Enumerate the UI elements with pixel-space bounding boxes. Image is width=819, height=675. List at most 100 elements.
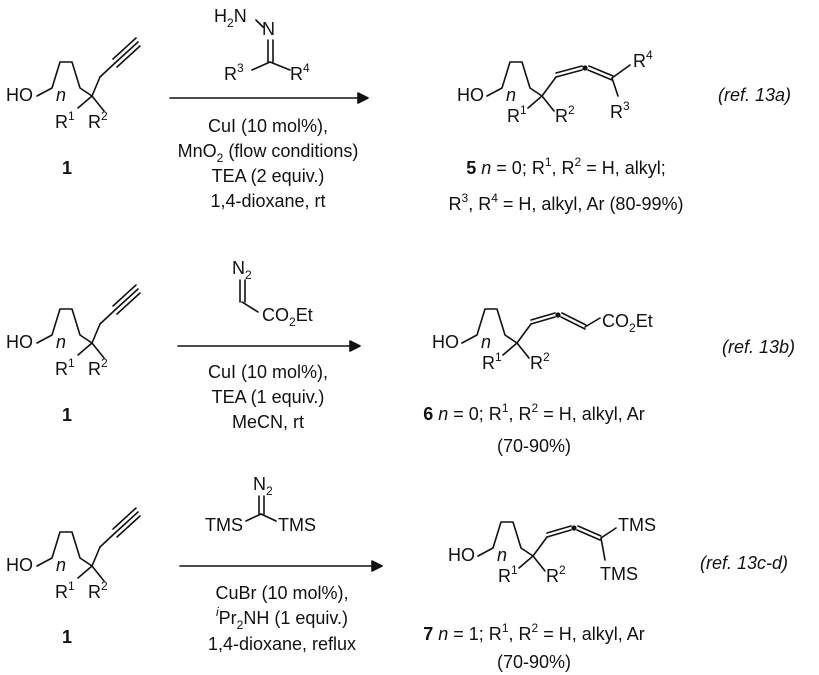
product-description: 5 n = 0; R1, R2 = H, alkyl; [466, 155, 666, 178]
r1-label: R1 [507, 103, 527, 126]
allene-bond [546, 525, 572, 534]
allene-bond [576, 529, 601, 541]
condition-line: 1,4-dioxane, rt [210, 191, 325, 211]
bond [255, 19, 264, 28]
reactant-1c: HO n R1 R2 1 [6, 507, 141, 647]
r2-label: R2 [88, 109, 108, 132]
hydroxyl-label: HO [432, 332, 459, 352]
bond [99, 532, 116, 548]
r1-label: R1 [55, 356, 75, 379]
bond [99, 309, 116, 325]
ester-label: CO2Et [262, 305, 313, 329]
product-yield: (70-90%) [497, 652, 571, 672]
r2-label: R2 [530, 350, 550, 373]
n-subscript: n [56, 332, 66, 352]
bond [532, 536, 548, 557]
r1-label: R1 [498, 563, 518, 586]
chain-bracket [486, 61, 543, 97]
n-subscript: n [481, 332, 491, 352]
alkyne-bond [114, 511, 139, 534]
r2-label: R2 [555, 103, 575, 126]
alkyne-bond [114, 288, 139, 311]
allene-bond [546, 529, 572, 538]
alkyne-bond [112, 507, 137, 530]
allene-bond [577, 525, 602, 537]
allene-bond [530, 316, 556, 325]
bond [541, 76, 557, 97]
condition-line: MnO2 (flow conditions) [178, 141, 359, 165]
n-subscript: n [56, 555, 66, 575]
chain-bracket [477, 521, 534, 557]
product-description: R3, R4 = H, alkyl, Ar (80-99%) [449, 191, 684, 214]
bond [91, 565, 105, 582]
bond [99, 62, 116, 78]
bond [541, 95, 555, 112]
reagent-ethyl-diazoacetate: N2 CO2Et [232, 258, 313, 329]
product-description: 6 n = 0; R1, R2 = H, alkyl, Ar [423, 401, 645, 424]
alkyne-bond [116, 515, 141, 538]
tms-right-label: TMS [278, 515, 316, 535]
bond [77, 342, 93, 356]
conditions: CuBr (10 mol%), iPr2NH (1 equiv.) 1,4-di… [208, 583, 356, 654]
compound-number: 1 [62, 405, 72, 425]
bond [77, 565, 93, 579]
reaction-arrow [169, 92, 369, 104]
scheme-2: HO n R1 R2 1 N2 CO2Et CuI (10 mol% [6, 258, 795, 456]
scheme-3: HO n R1 R2 1 N2 TMS TMS [6, 474, 788, 672]
product-6: HO n CO2Et R1 R2 6 n = 0; R1, R2 = H, al… [423, 308, 653, 456]
condition-line: iPr2NH (1 equiv.) [216, 605, 348, 632]
reference-label: (ref. 13c-d) [700, 553, 788, 573]
chain-bracket [36, 61, 93, 97]
r1-label: R1 [55, 109, 75, 132]
compound-number: 1 [62, 627, 72, 647]
tms-left-label: TMS [205, 515, 243, 535]
bond [584, 317, 601, 328]
reaction-arrow [177, 340, 361, 352]
r2-label: R2 [546, 563, 566, 586]
diazo-label: N2 [232, 258, 252, 282]
condition-line: TEA (2 equiv.) [212, 166, 325, 186]
bond [91, 342, 105, 359]
reference-label: (ref. 13a) [718, 85, 791, 105]
bond [600, 527, 617, 539]
reactant-1b: HO n R1 R2 1 [6, 284, 141, 425]
bond [611, 77, 619, 97]
bond [527, 95, 543, 109]
conditions: CuI (10 mol%), MnO2 (flow conditions) TE… [178, 116, 359, 211]
r4-label: R4 [633, 48, 653, 71]
hydroxyl-label: HO [457, 85, 484, 105]
bond [77, 95, 93, 109]
condition-line: CuBr (10 mol%), [215, 583, 348, 603]
bond [518, 555, 534, 569]
product-description: 7 n = 1; R1, R2 = H, alkyl, Ar [423, 621, 645, 644]
reaction-arrow [179, 560, 383, 572]
n-subscript: n [506, 85, 516, 105]
r1-label: R1 [55, 579, 75, 602]
product-7: HO n TMS TMS R1 R2 7 n = 1; R1, R2 = H, … [423, 515, 656, 672]
tms-bottom-label: TMS [600, 564, 638, 584]
r3-label: R3 [610, 99, 630, 122]
reagent-diazo-bis-tms: N2 TMS TMS [205, 474, 316, 535]
bond [516, 342, 530, 359]
reference-label: (ref. 13b) [722, 337, 795, 357]
bond [251, 61, 271, 71]
n-subscript: n [497, 545, 507, 565]
alkyne-bond [112, 284, 137, 307]
bond [600, 537, 606, 561]
alkyne-bond [116, 45, 141, 68]
diazo-label: N2 [253, 474, 273, 498]
alkyne-bond [116, 292, 141, 315]
bond [91, 95, 105, 112]
conditions: CuI (10 mol%), TEA (1 equiv.) MeCN, rt [208, 362, 328, 432]
condition-line: CuI (10 mol%), [208, 362, 328, 382]
scheme-1: HO n R1 R2 1 H2N N R3 R4 [6, 6, 791, 214]
hydroxyl-label: HO [6, 332, 33, 352]
amino-label: H2N [214, 6, 247, 30]
allene-carbon [582, 65, 588, 71]
allene-bond [588, 65, 614, 77]
condition-line: TEA (1 equiv.) [212, 387, 325, 407]
chain-bracket [461, 308, 518, 344]
product-yield: (70-90%) [497, 436, 571, 456]
r1-label: R1 [482, 350, 502, 373]
